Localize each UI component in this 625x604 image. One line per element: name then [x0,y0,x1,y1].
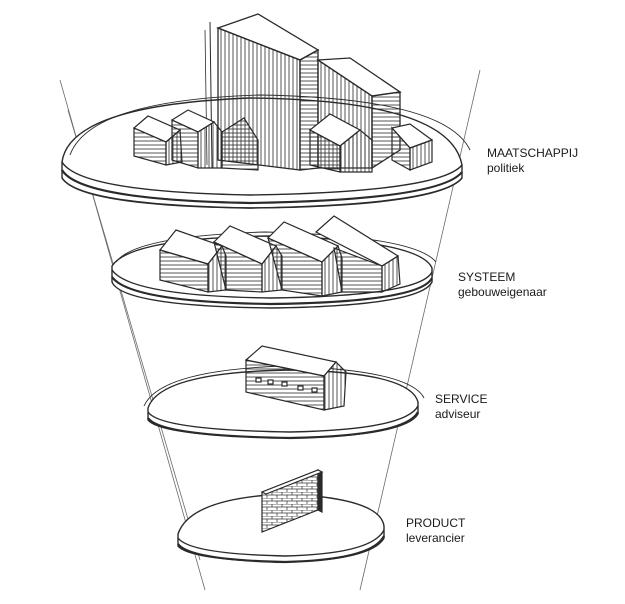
level-role-adviseur: adviseur [435,407,481,421]
level-role-politiek: politiek [487,161,525,175]
platform-product [177,493,385,564]
label-maatschappij: MAATSCHAPPIJ politiek [487,146,578,176]
level-name-product: PRODUCT [406,516,466,530]
row-houses-systeem [158,215,401,297]
house-service [244,345,347,411]
platform-service [143,365,425,440]
label-systeem: SYSTEEM gebouweigenaar [458,270,547,300]
houses-maatschappij [132,109,434,173]
label-product: PRODUCT leverancier [406,516,465,546]
level-name-service: SERVICE [435,392,488,406]
level-name-systeem: SYSTEEM [458,270,516,284]
level-role-gebouweigenaar: gebouweigenaar [458,285,547,299]
brick-wall-product [260,469,324,533]
level-name-maatschappij: MAATSCHAPPIJ [487,146,579,160]
level-role-leverancier: leverancier [406,531,465,545]
label-service: SERVICE adviseur [435,392,487,422]
